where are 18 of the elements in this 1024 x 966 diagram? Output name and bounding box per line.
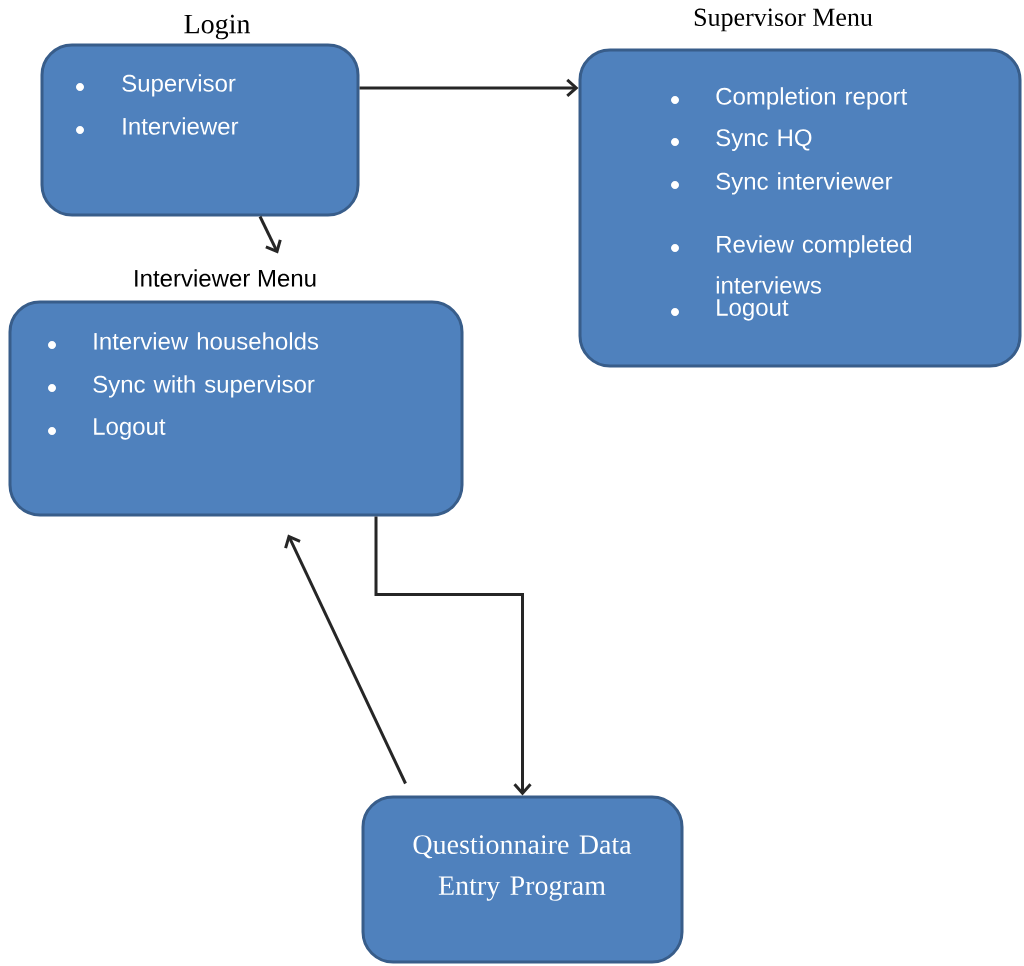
list-item: Completion report	[671, 87, 908, 110]
box-text: Questionnaire Data Entry Program	[413, 835, 632, 901]
list-item: Review completed interviews	[671, 235, 912, 294]
arrow	[359, 78, 579, 98]
menu-heading: Supervisor Menu	[694, 8, 873, 32]
menu-heading: Interviewer Menu	[135, 269, 316, 287]
arrow	[258, 215, 282, 254]
arrow	[374, 516, 532, 796]
list-item: Sync HQ	[671, 129, 812, 151]
list-item: Supervisor	[76, 74, 236, 97]
list-item: Sync interviewer	[671, 172, 893, 195]
menu-heading: Login	[184, 14, 250, 40]
list-item: Interview households	[48, 332, 319, 350]
arrow	[284, 534, 407, 785]
list-item: Sync with supervisor	[48, 375, 315, 398]
list-item: Interviewer	[76, 117, 239, 135]
list-item: Logout	[48, 418, 166, 440]
list-item: Logout	[671, 299, 789, 321]
